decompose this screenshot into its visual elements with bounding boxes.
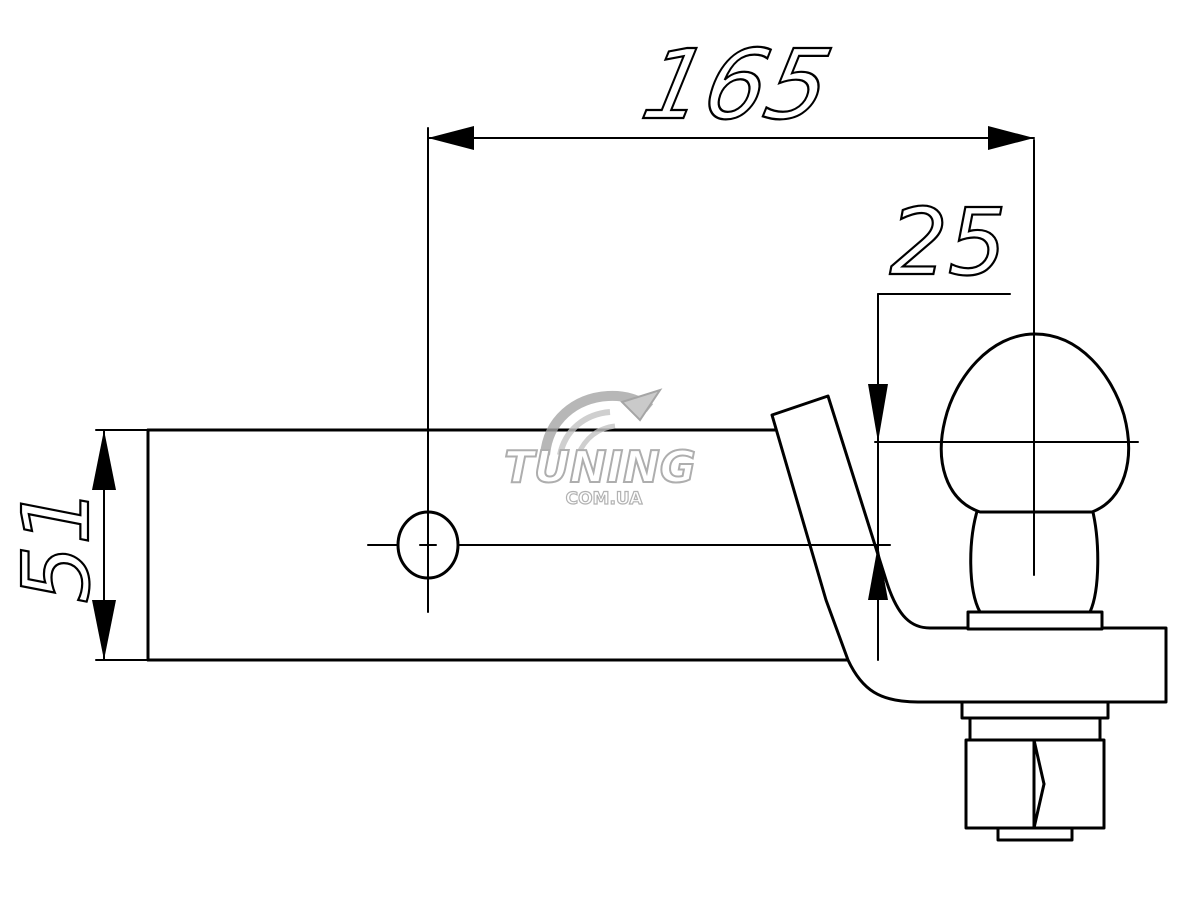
tow-ball (874, 139, 1139, 631)
watermark: TUNING COM.UA (503, 388, 697, 510)
dimension-51: 51 (2, 429, 149, 661)
dimension-165: 165 (427, 28, 1035, 513)
dimension-51-label: 51 (3, 486, 110, 603)
pin-hole (367, 509, 891, 613)
drawbar (146, 428, 850, 662)
dimension-25-label: 25 (889, 189, 1006, 296)
nut-assembly (960, 700, 1110, 842)
watermark-domain: COM.UA (566, 489, 644, 509)
watermark-logo-icon (540, 388, 663, 457)
riser-bend (770, 394, 1168, 704)
dimension-25: 25 (868, 188, 1011, 661)
watermark-brand: TUNING (504, 442, 696, 493)
dimension-165-label: 165 (634, 29, 841, 141)
